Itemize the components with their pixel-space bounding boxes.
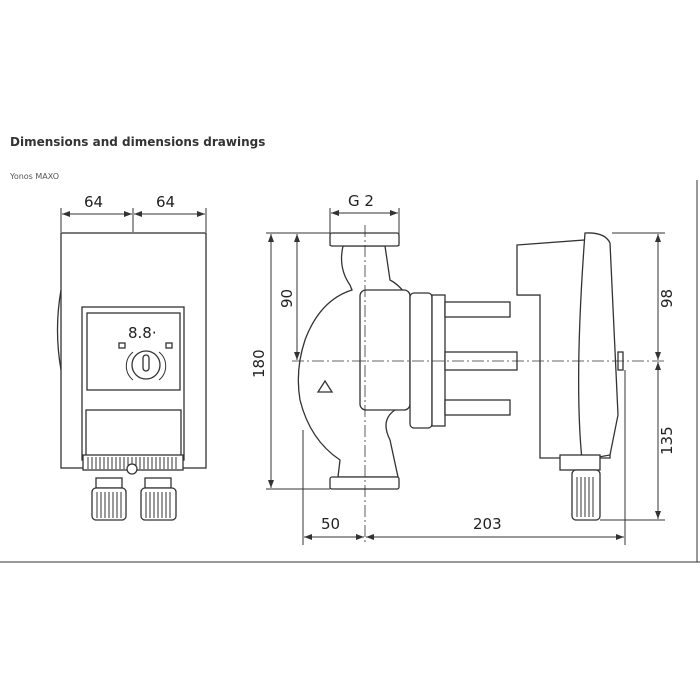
electronics-head xyxy=(577,232,619,461)
cable-gland-side xyxy=(571,469,601,521)
display-digits: 8.8· xyxy=(128,324,157,342)
dim-width-left: 64 xyxy=(84,193,103,211)
page-title: Dimensions and dimensions drawings xyxy=(10,135,266,149)
dim-width-right: 64 xyxy=(156,193,175,211)
dim-head-lower: 135 xyxy=(658,426,676,455)
dim-head-upper: 98 xyxy=(658,289,676,308)
motor-flange xyxy=(431,294,446,427)
display-panel xyxy=(86,312,181,391)
dim-connection: G 2 xyxy=(348,192,374,210)
product-name: Yonos MAXO xyxy=(10,172,60,181)
top-flange xyxy=(329,232,400,247)
front-view: 8.8· 64 64 xyxy=(56,193,207,521)
bottom-flange xyxy=(329,476,400,490)
side-view: G 2 180 90 98 135 50 203 xyxy=(250,192,676,545)
dim-height-total: 180 xyxy=(250,349,268,378)
dim-length: 203 xyxy=(473,515,502,533)
dim-height-upper: 90 xyxy=(278,289,296,308)
dim-offset: 50 xyxy=(321,515,340,533)
flow-arrow-icon xyxy=(316,379,334,393)
